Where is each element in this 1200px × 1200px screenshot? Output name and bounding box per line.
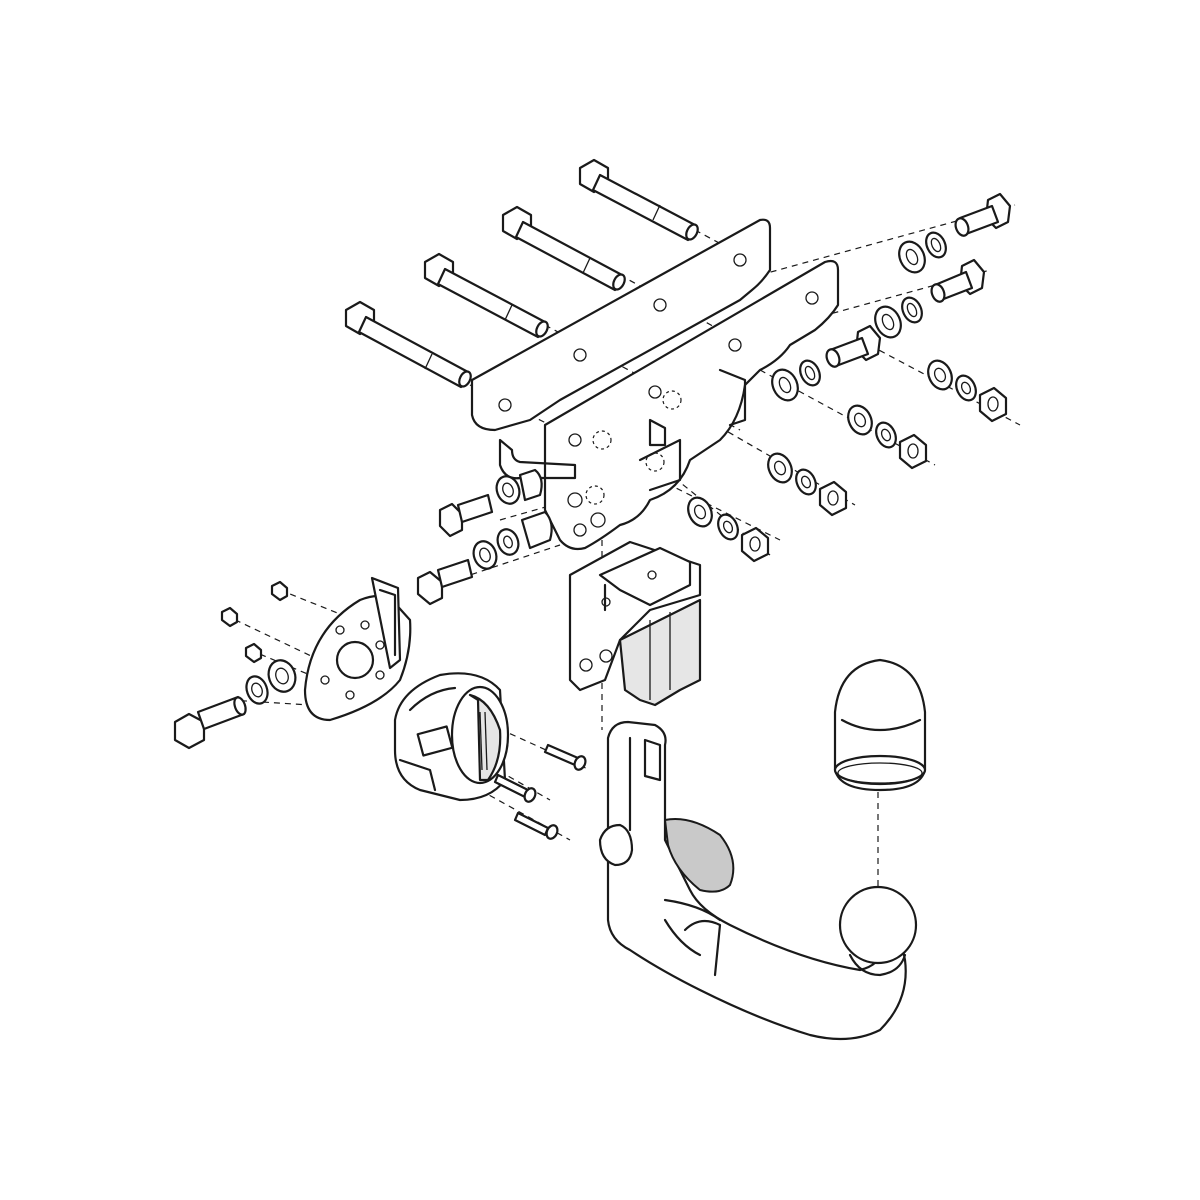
vertical-receiver (568, 540, 702, 707)
hex-bolt-right-low (825, 324, 882, 368)
socket-washers (245, 659, 297, 705)
hex-bolt-right-mid (930, 258, 986, 303)
electrical-socket (393, 672, 510, 802)
socket-screw-2 (493, 773, 537, 803)
mounting-crossbar (470, 218, 840, 551)
socket-screw-3 (513, 811, 559, 840)
long-bolt-2 (423, 252, 549, 339)
long-bolt-1 (344, 300, 472, 389)
washers-right-low (771, 359, 821, 402)
socket-screw-1 (543, 743, 587, 771)
washers-right-top (898, 231, 947, 274)
nut-set-2 (847, 404, 928, 470)
socket-mounting-plate (303, 576, 412, 722)
socket-bolt (173, 695, 247, 750)
washers-right-mid (874, 296, 923, 339)
long-bolt-4 (578, 158, 699, 242)
bolt-spacer-upper (438, 468, 543, 538)
bolt-spacer-lower (416, 510, 553, 606)
detachable-tow-ball-neck (598, 720, 918, 1041)
nut-set-1 (927, 359, 1008, 423)
long-bolt-3 (501, 205, 626, 292)
nut-set-3 (767, 452, 848, 517)
nut-set-4 (687, 496, 770, 563)
socket-nuts (220, 580, 289, 664)
hex-bolt-right-top (954, 192, 1012, 237)
tow-ball-cover-cap (833, 658, 927, 792)
